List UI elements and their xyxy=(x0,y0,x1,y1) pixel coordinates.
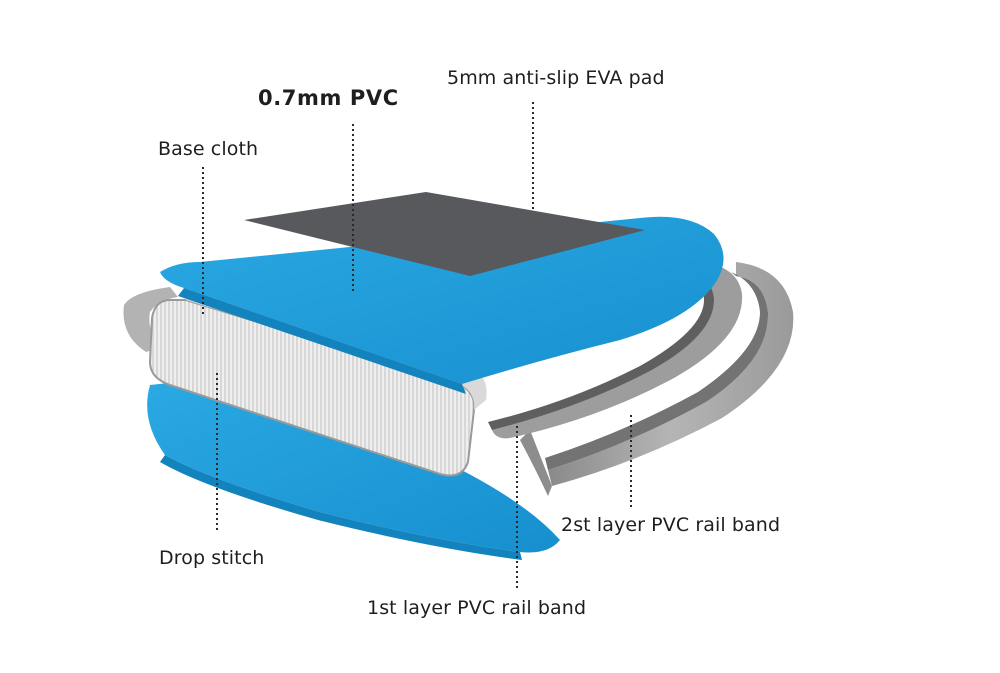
inner-rail-band xyxy=(123,287,178,352)
label-eva-pad: 5mm anti-slip EVA pad xyxy=(447,67,665,89)
eva-pad xyxy=(244,192,645,276)
inner-rail-band-right-shadow xyxy=(488,270,715,430)
drop-stitch-core xyxy=(148,299,476,477)
outer-rail-band xyxy=(548,262,794,486)
outer-rail-band-tail xyxy=(520,430,552,496)
top-pvc-edge xyxy=(178,288,466,394)
bottom-pvc-edge xyxy=(160,455,522,560)
label-base-cloth: Base cloth xyxy=(158,138,259,160)
label-drop-stitch: Drop stitch xyxy=(159,547,265,569)
label-rail-band-1: 1st layer PVC rail band xyxy=(367,597,587,619)
label-rail-band-2: 2st layer PVC rail band xyxy=(561,514,781,536)
top-pvc-layer xyxy=(160,216,724,384)
bottom-pvc-layer xyxy=(147,378,560,553)
label-pvc: 0.7mm PVC xyxy=(258,86,399,110)
